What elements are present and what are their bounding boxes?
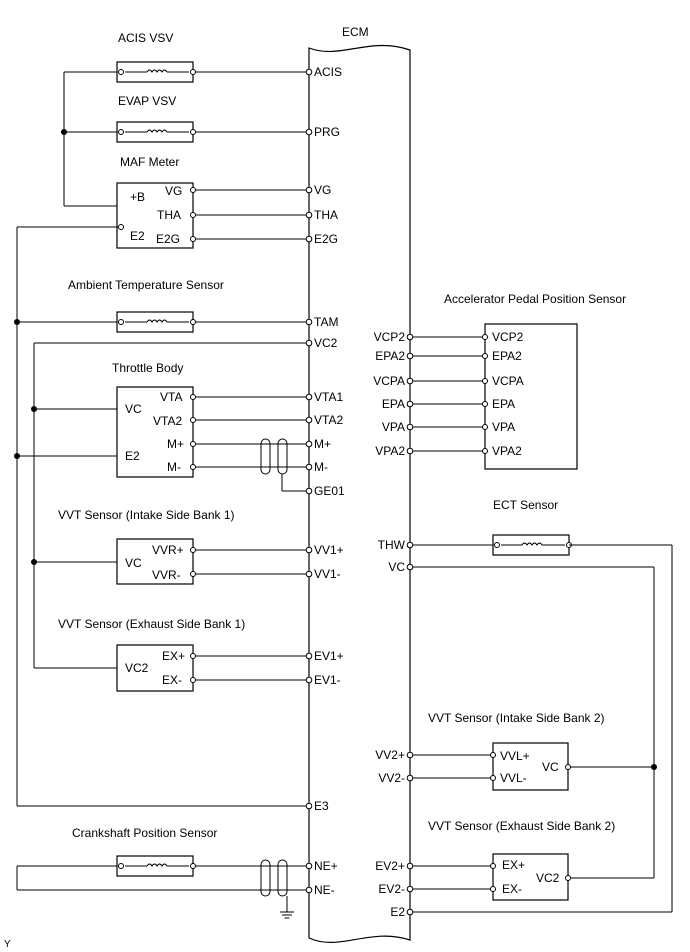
ecm-pin-e2g: E2G	[314, 232, 338, 246]
vvt-intake-b1-title: VVT Sensor (Intake Side Bank 1)	[58, 508, 235, 522]
ecm-pin-e2: E2	[390, 905, 405, 919]
tb-pin-m-minus: M-	[167, 460, 181, 474]
ecm-pin-vcp2: VCP2	[374, 330, 406, 344]
ecm-left-pins: ACIS PRG VG THA E2G TAM VC2 VTA1 VTA2 M+…	[305, 65, 345, 897]
ecm-pin-vc: VC	[388, 560, 405, 574]
maf-pin-e2: E2	[130, 229, 145, 243]
crankshaft-coil-icon	[146, 863, 168, 867]
app-pin-vcpa: VCPA	[492, 374, 524, 388]
evap-vsv-title: EVAP VSV	[118, 94, 176, 108]
app-pin-vcp2: VCP2	[492, 330, 524, 344]
ecm-pin-vv1-plus: VV1+	[314, 543, 344, 557]
tb-pin-vta: VTA	[160, 390, 182, 404]
ecm-pin-ev1-plus: EV1+	[314, 649, 344, 663]
ect-thermistor-icon	[521, 542, 543, 546]
vvt-ex-b2-pin-ex-plus: EX+	[502, 858, 525, 872]
vvt-ex-b2-pin-ex-minus: EX-	[502, 882, 522, 896]
vvt-sensor-intake-bank1: VVT Sensor (Intake Side Bank 1) VVR+ VC …	[58, 508, 306, 585]
vvt-ex-b1-pin-ex-minus: EX-	[162, 673, 182, 687]
crankshaft-position-sensor: Crankshaft Position Sensor	[16, 826, 306, 919]
ecm-pin-vpa2: VPA2	[375, 444, 405, 458]
maf-pin-vg: VG	[165, 184, 182, 198]
ecm-pin-ev1-minus: EV1-	[314, 673, 341, 687]
app-pin-epa2: EPA2	[492, 349, 522, 363]
ecm-pin-ge01: GE01	[314, 484, 345, 498]
throttle-body-title: Throttle Body	[112, 361, 183, 375]
ecm-pin-vpa: VPA	[382, 420, 405, 434]
vvt-ex-b2-pin-vc2: VC2	[536, 871, 560, 885]
maf-pin-e2g: E2G	[156, 232, 180, 246]
ecm-pin-vta2: VTA2	[314, 413, 343, 427]
vvt-b1-pin-vc: VC	[125, 556, 142, 570]
vvt-b2-pin-vvl-plus: VVL+	[500, 749, 530, 763]
vvt-exhaust-b2-title: VVT Sensor (Exhaust Side Bank 2)	[428, 819, 615, 833]
ecm-pin-tha: THA	[314, 208, 338, 222]
junction-dot	[61, 129, 67, 135]
ect-title: ECT Sensor	[493, 498, 558, 512]
maf-meter-title: MAF Meter	[120, 155, 179, 169]
vvt-b1-pin-vvr-plus: VVR+	[152, 543, 184, 557]
ecm-pin-vv2-minus: VV2-	[378, 771, 405, 785]
ecm-pin-ne-plus: NE+	[314, 859, 338, 873]
acis-vsv-coil-icon	[146, 69, 168, 73]
ecm-pin-vg: VG	[314, 183, 331, 197]
ecm-pin-vcpa: VCPA	[373, 374, 405, 388]
maf-meter-body	[116, 182, 194, 249]
ecm-pin-tam: TAM	[314, 315, 338, 329]
acis-vsv-title: ACIS VSV	[118, 31, 173, 45]
ecm-pin-epa: EPA	[382, 397, 405, 411]
ecm-block: ECM	[308, 25, 411, 943]
ect-sensor: ECT Sensor	[410, 498, 673, 913]
vvt-b2-pin-vc: VC	[542, 760, 559, 774]
maf-pin-plus-b: +B	[130, 190, 145, 204]
ecm-pin-e3: E3	[314, 799, 329, 813]
ecm-pin-ne-minus: NE-	[314, 883, 335, 897]
ecm-pin-m-minus: M-	[314, 460, 328, 474]
ecm-pin-ev2-plus: EV2+	[375, 859, 405, 873]
ecm-title: ECM	[342, 25, 369, 39]
crankshaft-title: Crankshaft Position Sensor	[72, 826, 217, 840]
vvt-b1-pin-vvr-minus: VVR-	[152, 568, 181, 582]
ambient-temperature-sensor: Ambient Temperature Sensor	[14, 278, 306, 333]
ecm-pin-ev2-minus: EV2-	[378, 882, 405, 896]
vvt-intake-b2-title: VVT Sensor (Intake Side Bank 2)	[428, 711, 605, 725]
app-pin-epa: EPA	[492, 397, 515, 411]
vvt-sensor-exhaust-bank2: VVT Sensor (Exhaust Side Bank 2) EX+ VC2…	[410, 819, 615, 901]
ambient-temp-thermistor-icon	[146, 319, 168, 323]
tb-pin-m-plus: M+	[167, 437, 184, 451]
ecm-pin-vc2: VC2	[314, 336, 338, 350]
accel-pedal-title: Accelerator Pedal Position Sensor	[444, 292, 626, 306]
footer-code: Y	[4, 939, 11, 950]
throttle-body: Throttle Body VTA VC VTA2 M+ E2 M-	[14, 361, 306, 478]
ecm-pin-acis: ACIS	[314, 65, 342, 79]
evap-vsv-coil-icon	[146, 129, 168, 133]
tb-pin-vta2: VTA2	[153, 414, 182, 428]
acis-vsv: ACIS VSV	[64, 31, 306, 83]
ecm-pin-epa2: EPA2	[375, 349, 405, 363]
ecm-pin-vv1-minus: VV1-	[314, 567, 341, 581]
app-pin-vpa: VPA	[492, 420, 515, 434]
evap-vsv: EVAP VSV	[64, 94, 306, 143]
app-pin-vpa2: VPA2	[492, 444, 522, 458]
maf-pin-tha: THA	[157, 208, 181, 222]
vvt-b2-pin-vvl-minus: VVL-	[500, 771, 527, 785]
tb-pin-e2: E2	[125, 449, 140, 463]
vvt-sensor-intake-bank2: VVT Sensor (Intake Side Bank 2) VVL+ VC …	[410, 711, 605, 791]
ambient-temp-title: Ambient Temperature Sensor	[68, 278, 224, 292]
vvt-ex-b1-pin-ex-plus: EX+	[162, 649, 185, 663]
ecm-pin-vta1: VTA1	[314, 390, 343, 404]
vvt-sensor-exhaust-bank1: VVT Sensor (Exhaust Side Bank 1) EX+ VC2…	[58, 617, 306, 692]
throttle-motor-shield	[260, 438, 306, 492]
ecm-right-pins: VCP2 EPA2 VCPA EPA VPA VPA2 THW VC VV2+ …	[373, 330, 414, 919]
ecm-pin-prg: PRG	[314, 125, 340, 139]
accelerator-pedal-position-sensor: Accelerator Pedal Position Sensor VCP2 E…	[410, 292, 626, 470]
vvt-ex-b1-pin-vc2: VC2	[125, 661, 149, 675]
ecm-pin-thw: THW	[378, 538, 406, 552]
vvt-exhaust-b1-title: VVT Sensor (Exhaust Side Bank 1)	[58, 617, 245, 631]
ecm-pin-vv2-plus: VV2+	[375, 748, 405, 762]
ecm-pin-m-plus: M+	[314, 437, 331, 451]
maf-meter: MAF Meter +B VG THA E2 E2G	[116, 155, 306, 249]
tb-pin-vc: VC	[125, 402, 142, 416]
